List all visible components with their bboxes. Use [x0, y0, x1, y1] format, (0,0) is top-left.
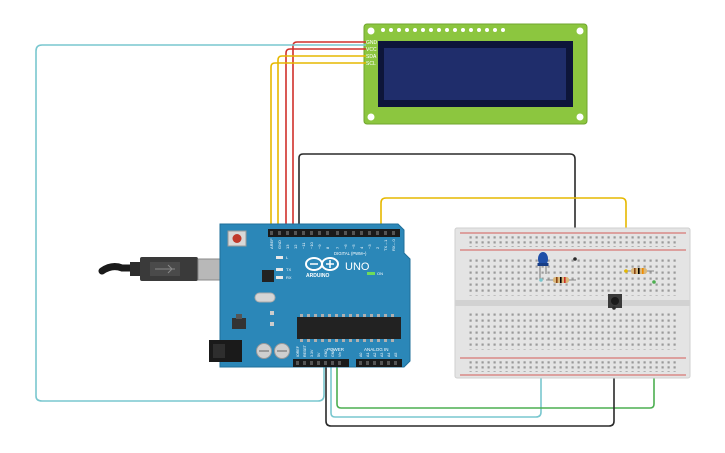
pin-label: 7	[335, 246, 340, 249]
pin-label: 2	[375, 246, 380, 249]
lcd-pin-vcc: VCC	[366, 47, 377, 53]
wire-power-loop[interactable]	[35, 44, 366, 402]
brand-text: ARDUINO	[306, 273, 329, 279]
led-rx-label: RX	[286, 275, 292, 280]
pin-label: A5	[394, 353, 398, 357]
lcd-module[interactable]: GND VCC SDA SCL	[363, 23, 588, 125]
wire-end	[624, 269, 628, 273]
pin-label: A3	[380, 353, 384, 357]
pin-label: A4	[387, 353, 391, 357]
upper-terminal-holes	[467, 256, 677, 296]
voltage-regulator	[232, 318, 246, 329]
arduino-logo-icon	[305, 257, 339, 271]
lcd-pin-sda: SDA	[366, 54, 377, 60]
lcd-pin-scl: SCL	[366, 61, 376, 67]
lcd-screen	[384, 48, 566, 100]
analog-label: ANALOG IN	[364, 347, 389, 352]
lcd-pin-gnd: GND	[366, 40, 378, 46]
pin-label: Vin	[338, 352, 342, 357]
model-text: UNO	[345, 261, 370, 273]
power-label: POWER	[327, 347, 345, 352]
pin-label: ~6	[343, 244, 348, 249]
lcd-top-pins	[381, 28, 505, 32]
wire-end	[612, 306, 616, 310]
bottom-header-holes	[296, 361, 397, 365]
pin-label: RESET	[303, 344, 307, 357]
wire-gnd-bottom[interactable]	[325, 308, 615, 427]
breadboard[interactable]	[454, 227, 691, 379]
resistor-pullup[interactable]	[624, 268, 654, 274]
lower-terminal-holes	[467, 310, 677, 350]
wire-end	[652, 280, 656, 284]
led-on	[367, 272, 375, 275]
led-l	[276, 256, 283, 259]
top-rail-holes	[467, 236, 677, 247]
wire-end	[539, 278, 543, 282]
crystal-oscillator	[254, 292, 276, 303]
blue-led[interactable]	[537, 252, 549, 280]
atmega-pins	[300, 314, 394, 342]
bottom-rail-holes	[467, 361, 677, 372]
wire-gnd-green[interactable]	[336, 282, 655, 409]
pin-label: 8	[325, 246, 330, 249]
pin-label: ~9	[317, 244, 322, 249]
digital-header-holes	[270, 231, 395, 235]
regulator-tab	[236, 314, 242, 319]
pin-label: 4	[359, 246, 364, 249]
lcd-mount-hole	[576, 113, 584, 121]
pin-label: ~11	[301, 242, 306, 249]
digital-header	[268, 229, 400, 237]
pin-label: A2	[373, 353, 377, 357]
wire-gnd-top[interactable]	[298, 153, 576, 258]
led-l-label: L	[286, 255, 289, 260]
wire-digital-signal[interactable]	[380, 197, 627, 271]
pin-label: GND	[277, 240, 282, 249]
led-rx	[276, 276, 283, 279]
pin-label: 12	[293, 244, 298, 249]
pin-label: 3.3V	[310, 349, 314, 357]
wire-lcd-gnd[interactable]	[292, 41, 366, 230]
led-tx	[276, 268, 283, 271]
wire-5v-breadboard[interactable]	[330, 280, 542, 418]
usb-chip	[262, 270, 274, 282]
led-tx-label: TX	[286, 267, 291, 272]
resistor-led[interactable]	[546, 277, 576, 283]
usb-cable[interactable]	[98, 257, 223, 281]
lcd-mount-hole	[576, 27, 584, 35]
reset-button-cap[interactable]	[232, 234, 242, 243]
pin-label: 5V	[317, 352, 321, 357]
lcd-mount-hole	[367, 113, 375, 121]
pin-label: A0	[359, 353, 363, 357]
pin-label: GND	[331, 349, 335, 357]
pushbutton[interactable]	[608, 294, 622, 308]
wire-lcd-vcc[interactable]	[285, 48, 366, 230]
power-jack-socket	[213, 344, 225, 358]
wire-lcd-scl[interactable]	[270, 62, 366, 230]
lcd-mount-hole	[367, 27, 375, 35]
wire-end	[573, 257, 577, 261]
smd-part	[270, 311, 274, 315]
digital-label: DIGITAL (PWM~)	[334, 251, 367, 256]
breadboard-trough	[455, 300, 690, 306]
pin-label: TX→1	[383, 239, 388, 251]
pin-label: AREF	[269, 238, 274, 249]
atmega-chip	[297, 317, 401, 339]
pin-label: IOREF	[296, 345, 300, 357]
smd-part	[270, 322, 274, 326]
pin-label: RX←0	[391, 238, 396, 251]
pin-label: 13	[285, 244, 290, 249]
arduino-uno-board[interactable]: AREF GND 13 12 ~11 ~10 ~9 8 7 ~6 ~5 4 ~3…	[209, 223, 411, 368]
wire-lcd-sda[interactable]	[277, 55, 366, 230]
usb-icon	[155, 264, 175, 274]
pin-label: A1	[366, 353, 370, 357]
pin-label: ~3	[367, 244, 372, 249]
pin-label: ~10	[309, 241, 314, 249]
analog-header	[356, 359, 402, 367]
pin-label: GND	[324, 349, 328, 357]
led-on-label: ON	[377, 271, 383, 276]
pin-label: ~5	[351, 244, 356, 249]
power-header	[293, 359, 349, 367]
